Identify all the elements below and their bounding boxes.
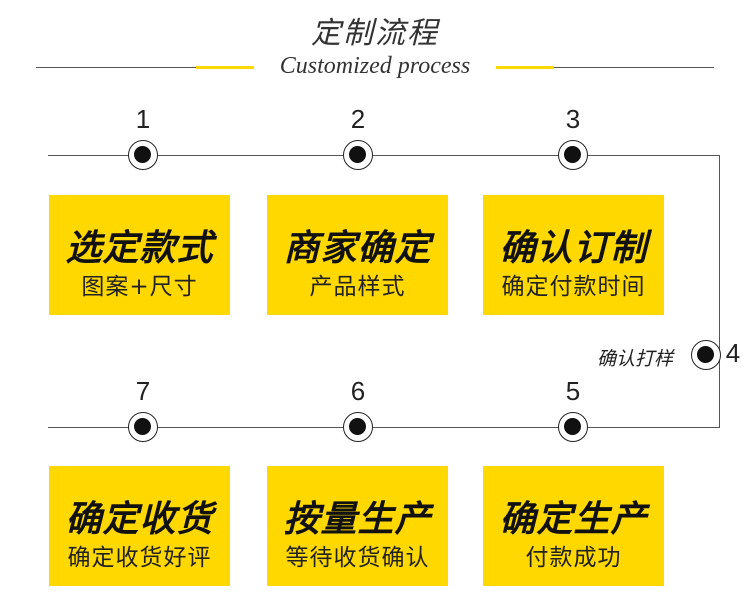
step-title-1: 选定款式 xyxy=(65,228,214,269)
step-node-5 xyxy=(558,412,588,442)
step-number-6: 6 xyxy=(350,376,366,406)
step-node-4 xyxy=(691,340,721,370)
right-flow-line xyxy=(719,155,720,427)
step-desc-6: 等待收货确认 xyxy=(285,545,430,571)
step-number-3: 3 xyxy=(565,104,581,134)
bottom-flow-line xyxy=(48,427,720,428)
page-title: 定制流程 xyxy=(311,16,439,51)
page-subtitle: Customized process xyxy=(279,53,471,79)
header-rule-right xyxy=(554,67,714,68)
step-node-3 xyxy=(558,140,588,170)
step-node-7 xyxy=(128,412,158,442)
step-number-5: 5 xyxy=(565,376,581,406)
step-card-2: 商家确定 产品样式 xyxy=(267,195,448,315)
step-label-4: 确认打样 xyxy=(597,348,674,370)
step-card-3: 确认订制 确定付款时间 xyxy=(483,195,664,315)
step-title-6: 按量生产 xyxy=(283,499,432,540)
step-title-7: 确定收货 xyxy=(65,499,214,540)
step-card-1: 选定款式 图案+尺寸 xyxy=(49,195,230,315)
header-accent-left xyxy=(196,66,254,69)
step-desc-3: 确定付款时间 xyxy=(501,274,646,300)
header-accent-right xyxy=(496,66,554,69)
step-node-2 xyxy=(343,140,373,170)
step-title-3: 确认订制 xyxy=(499,228,648,269)
step-title-5: 确定生产 xyxy=(499,499,648,540)
step-desc-5: 付款成功 xyxy=(525,545,622,571)
step-card-7: 确定收货 确定收货好评 xyxy=(49,466,230,586)
top-flow-line xyxy=(48,155,720,156)
step-card-6: 按量生产 等待收货确认 xyxy=(267,466,448,586)
step-desc-1: 图案+尺寸 xyxy=(81,274,198,300)
step-number-4: 4 xyxy=(725,338,741,368)
header-rule-left xyxy=(36,67,196,68)
step-node-1 xyxy=(128,140,158,170)
step-node-6 xyxy=(343,412,373,442)
step-desc-7: 确定收货好评 xyxy=(67,545,212,571)
step-number-2: 2 xyxy=(350,104,366,134)
step-desc-2: 产品样式 xyxy=(309,274,406,300)
step-number-7: 7 xyxy=(135,376,151,406)
step-title-2: 商家确定 xyxy=(283,228,432,269)
step-number-1: 1 xyxy=(135,104,151,134)
step-card-5: 确定生产 付款成功 xyxy=(483,466,664,586)
